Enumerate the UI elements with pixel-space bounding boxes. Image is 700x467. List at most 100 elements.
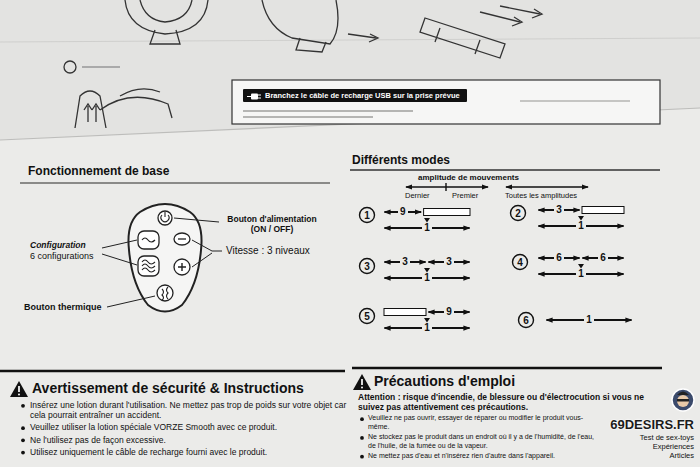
remote-control [174, 259, 190, 275]
banner-text: Branchez le câble de recharge USB sur la… [265, 91, 460, 100]
remote-control [138, 231, 159, 249]
top-sketches [92, 104, 100, 122]
top-sketches [120, 89, 160, 96]
watermark: Articles [669, 451, 694, 460]
leader-lines [102, 254, 137, 265]
button-label: Configuration [30, 240, 86, 250]
mode-circle [513, 255, 528, 270]
watermark-avatar [677, 392, 689, 396]
warning-icon [361, 387, 363, 389]
stroke-count: 3 [554, 205, 564, 215]
remote-control [128, 204, 201, 312]
leader-lines [174, 218, 219, 222]
section-rules [0, 170, 662, 371]
leader-lines [107, 296, 155, 307]
section-heading: Précautions d'emploi [374, 373, 515, 390]
paper-sheets [0, 0, 700, 140]
mode-circle [519, 313, 534, 328]
section-heading: Avertissement de sécurité & Instructions [32, 380, 304, 397]
axis-label: amplitude de mouvements [418, 173, 519, 183]
stroke-count: 9 [398, 207, 408, 217]
mode-number: 1 [364, 210, 370, 222]
instruction-text: Ne l'utilisez pas de façon excessive. [30, 435, 348, 445]
paper-sheets [0, 38, 700, 42]
remote-control [164, 212, 165, 217]
plug-icon [251, 94, 258, 100]
warning-icon [18, 386, 20, 392]
button-label: 6 configurations [30, 251, 94, 262]
stroke-count: 1 [422, 273, 432, 283]
remote-control [142, 238, 155, 242]
remote-control [142, 260, 155, 272]
mode-number: 6 [523, 315, 529, 327]
stroke-count: 3 [400, 257, 410, 267]
warning-icon [10, 374, 371, 397]
bullet-dot [360, 436, 364, 440]
warning-icon [18, 394, 20, 396]
bullet-dot [360, 455, 364, 459]
pointer-triangle [424, 218, 430, 223]
axis-label: Premier [452, 191, 478, 200]
remote-control [157, 285, 173, 301]
remote-control [138, 256, 159, 276]
watermark: 69DESIRS.FR [610, 417, 694, 433]
top-sketches [150, 30, 180, 44]
amplitude-arrows [506, 186, 588, 188]
bullet-dot [21, 426, 25, 430]
section-rules [352, 367, 662, 370]
remote-control [174, 233, 190, 245]
bullet-dot [21, 404, 25, 408]
watermark-avatar [672, 389, 694, 411]
top-sketches [100, 97, 172, 118]
watermark: Test de sex-toys [640, 433, 694, 442]
amplitude-arrows [445, 183, 446, 191]
charging-panel [520, 100, 630, 102]
top-sketches [125, 0, 208, 34]
top-sketches [140, 0, 192, 22]
watermark-avatar [677, 399, 689, 402]
remote-control [158, 211, 172, 225]
stroke-count: 1 [576, 269, 586, 279]
amplitude-arrows [406, 186, 488, 188]
mode-number: 5 [364, 311, 370, 323]
leader-lines [102, 218, 222, 307]
warning-icon [10, 381, 28, 397]
top-sketches [262, 0, 338, 44]
section-heading: Fonctionnement de base [28, 164, 169, 178]
warning-text: Attention : risque d'incendie, de blessu… [358, 392, 658, 412]
button-label: Vitesse : 3 niveaux [226, 245, 310, 257]
top-sketches [500, 6, 540, 14]
idle-range-bar [582, 207, 624, 214]
section-rules [350, 169, 660, 171]
charging-panel [243, 110, 413, 112]
watermark: Expériences [653, 442, 694, 451]
remote-control [178, 238, 186, 239]
mode-circle [511, 206, 526, 221]
instruction-text: Veuillez utiliser la lotion spéciale VOR… [30, 422, 348, 432]
top-sketches [532, 9, 542, 18]
charging-panel [232, 80, 660, 124]
stroke-count: 1 [584, 315, 594, 325]
precaution-text: Ne mettez pas d'eau et n'insérez rien d'… [368, 452, 603, 460]
leader-lines [192, 240, 222, 251]
idle-range-bar [384, 309, 426, 316]
warning-icon [361, 379, 363, 385]
remote-control [178, 263, 186, 271]
button-label: Bouton thermique [24, 302, 102, 313]
stroke-count: 1 [422, 223, 432, 233]
top-sketches [369, 34, 378, 42]
top-sketches [64, 61, 76, 73]
instruction-text: Insérez une lotion durant l'utilisation.… [30, 400, 348, 420]
idle-range-bar [424, 209, 470, 216]
mode-number: 2 [515, 208, 521, 220]
plug-icon [247, 92, 261, 101]
top-sketches [84, 104, 92, 122]
mode-number: 3 [364, 261, 370, 273]
button-label: Bouton d'alimentation (ON / OFF) [222, 214, 322, 234]
leader-lines [192, 253, 212, 267]
remote-control [128, 204, 201, 312]
top-sketches [420, 18, 505, 58]
section-heading: Différents modes [352, 153, 450, 167]
pointer-triangle [578, 264, 584, 269]
